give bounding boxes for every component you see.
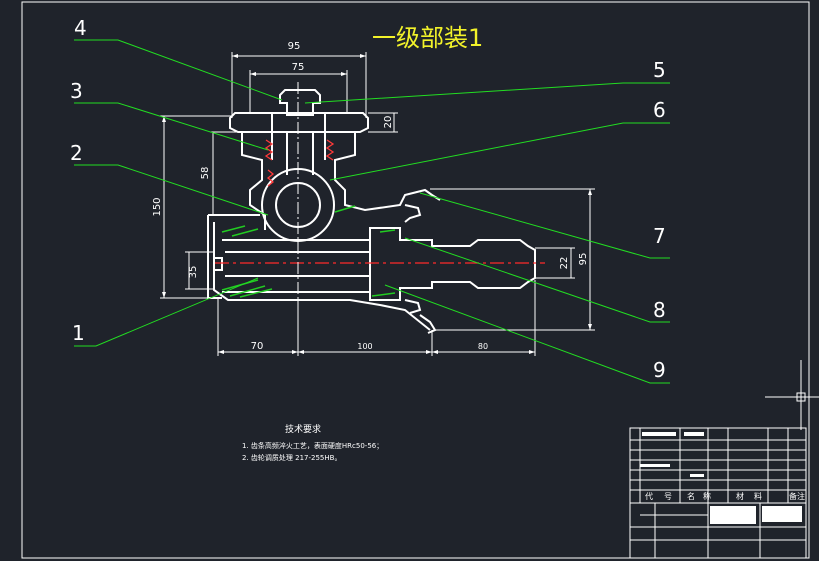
balloon-5: 5	[653, 58, 666, 82]
balloon-3: 3	[70, 79, 83, 103]
balloon-1: 1	[72, 321, 85, 345]
tb-header-mat-1: 材	[736, 491, 744, 501]
balloon-9: 9	[653, 358, 666, 382]
title-block	[629, 427, 807, 559]
dim-150: 150	[152, 197, 163, 216]
balloon-6: 6	[653, 98, 666, 122]
tech-req-heading: 技术要求	[285, 425, 322, 435]
dim-70: 70	[251, 341, 264, 352]
dimension-arrows	[162, 54, 592, 354]
dim-95-right: 95	[578, 253, 589, 266]
balloon-leaders	[74, 39, 670, 384]
dim-100: 100	[357, 342, 372, 351]
dim-20: 20	[383, 116, 394, 129]
tb-header-code-1: 代	[645, 491, 653, 501]
dim-35: 35	[188, 266, 199, 279]
balloon-7: 7	[653, 224, 666, 248]
dim-58: 58	[200, 167, 211, 180]
dimension-lines	[160, 52, 595, 356]
section-hatching	[221, 205, 396, 298]
crosshair-cursor	[765, 360, 819, 430]
tb-header-name-1: 名	[687, 491, 695, 501]
tb-header-code-2: 号	[664, 492, 672, 501]
dim-75-top: 75	[292, 62, 305, 73]
tech-req-line-2: 2. 齿轮调质处理 217-255HB。	[242, 454, 342, 462]
drawing-title: 一级部装1	[372, 24, 484, 52]
dim-95-top: 95	[288, 41, 301, 52]
title-block-fills	[640, 432, 802, 524]
dim-80: 80	[478, 342, 488, 351]
dim-22: 22	[559, 257, 570, 270]
tech-req-line-1: 1. 齿条高频淬火工艺，表面硬度HRc50-56；	[242, 442, 384, 450]
drawing-frame	[21, 1, 810, 559]
balloon-2: 2	[70, 141, 83, 165]
spring-coils	[264, 139, 335, 187]
tb-header-name-2: 称	[703, 491, 711, 501]
balloon-4: 4	[74, 16, 87, 40]
balloon-8: 8	[653, 298, 666, 322]
technical-requirements: 技术要求 1. 齿条高频淬火工艺，表面硬度HRc50-56； 2. 齿轮调质处理…	[242, 424, 383, 464]
tb-header-remark: 备注	[789, 491, 805, 501]
tb-header-mat-2: 料	[754, 491, 762, 501]
